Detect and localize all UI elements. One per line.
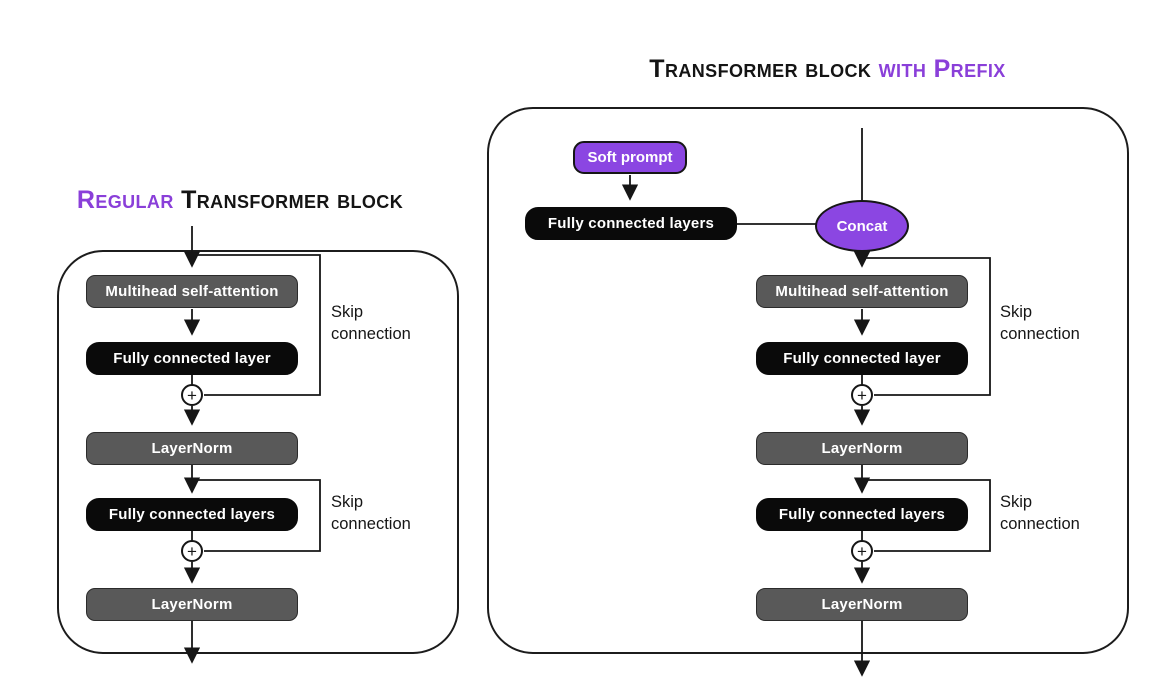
add-icon: + [851, 540, 873, 562]
concat-node: Concat [815, 200, 909, 252]
right-node-layernorm-1: LayerNorm [756, 432, 968, 465]
right-diagram-title: Transformer block with Prefix [590, 55, 1065, 84]
left-transformer-block-outline [57, 250, 459, 654]
right-skip-connection-label-1: Skip connection [1000, 303, 1080, 343]
right-transformer-block-outline [487, 107, 1129, 654]
left-node-layernorm-1: LayerNorm [86, 432, 298, 465]
right-title-rest: Transformer block [649, 55, 872, 83]
left-skip-connection-label-2: Skip connection [331, 493, 411, 533]
left-node-multihead-self-attention: Multihead self-attention [86, 275, 298, 308]
left-node-fully-connected-layer: Fully connected layer [86, 342, 298, 375]
right-node-fully-connected-layers: Fully connected layers [756, 498, 968, 531]
left-title-accent: Regular [76, 186, 174, 214]
add-icon: + [851, 384, 873, 406]
left-node-layernorm-2: LayerNorm [86, 588, 298, 621]
prefix-fully-connected-layers-node: Fully connected layers [525, 207, 737, 240]
left-node-fully-connected-layers: Fully connected layers [86, 498, 298, 531]
left-title-rest: Transformer block [181, 186, 404, 214]
right-node-fully-connected-layer: Fully connected layer [756, 342, 968, 375]
left-skip-connection-label-1: Skip connection [331, 303, 411, 343]
left-diagram-title: Regular Transformer block [40, 186, 440, 215]
right-node-multihead-self-attention: Multihead self-attention [756, 275, 968, 308]
right-title-accent: with Prefix [878, 55, 1006, 83]
right-node-layernorm-2: LayerNorm [756, 588, 968, 621]
add-icon: + [181, 384, 203, 406]
right-skip-connection-label-2: Skip connection [1000, 493, 1080, 533]
add-icon: + [181, 540, 203, 562]
soft-prompt-node: Soft prompt [573, 141, 687, 174]
